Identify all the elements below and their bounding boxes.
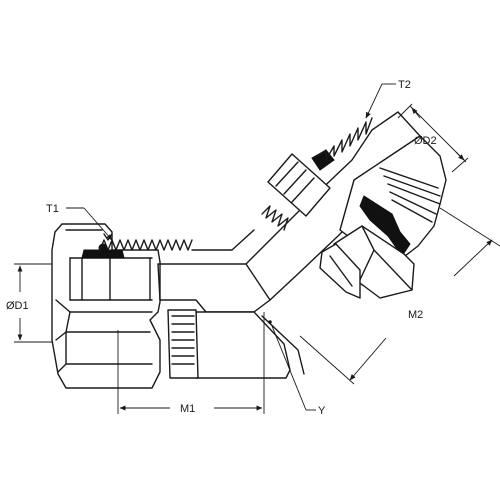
thread-t2 — [317, 117, 373, 161]
label-d2: ØD2 — [414, 135, 437, 147]
y-leader — [271, 325, 307, 411]
label-d1: ØD1 — [6, 300, 29, 312]
m2-arrow-top — [453, 239, 493, 277]
elbow-body — [157, 111, 421, 379]
t2-leader — [365, 83, 383, 119]
d2-ext-a — [397, 103, 413, 119]
oring-boss — [319, 135, 447, 299]
m2-ext-bottom — [299, 335, 355, 385]
d2-arrow-b — [455, 151, 465, 161]
t1-leader — [83, 207, 113, 241]
label-m1: M1 — [180, 403, 195, 415]
d2-arrow-a — [411, 107, 421, 119]
label-t1: T1 — [46, 203, 59, 215]
label-y: Y — [318, 405, 326, 417]
hex-nut — [51, 223, 161, 389]
m2-ext-top — [439, 207, 500, 247]
label-t2: T2 — [398, 79, 411, 91]
label-m2: M2 — [408, 309, 423, 321]
y-dot — [268, 320, 272, 324]
m2-arrow-bottom — [349, 337, 387, 381]
d2-ext-b — [451, 157, 469, 173]
thread-t1 — [99, 233, 193, 251]
